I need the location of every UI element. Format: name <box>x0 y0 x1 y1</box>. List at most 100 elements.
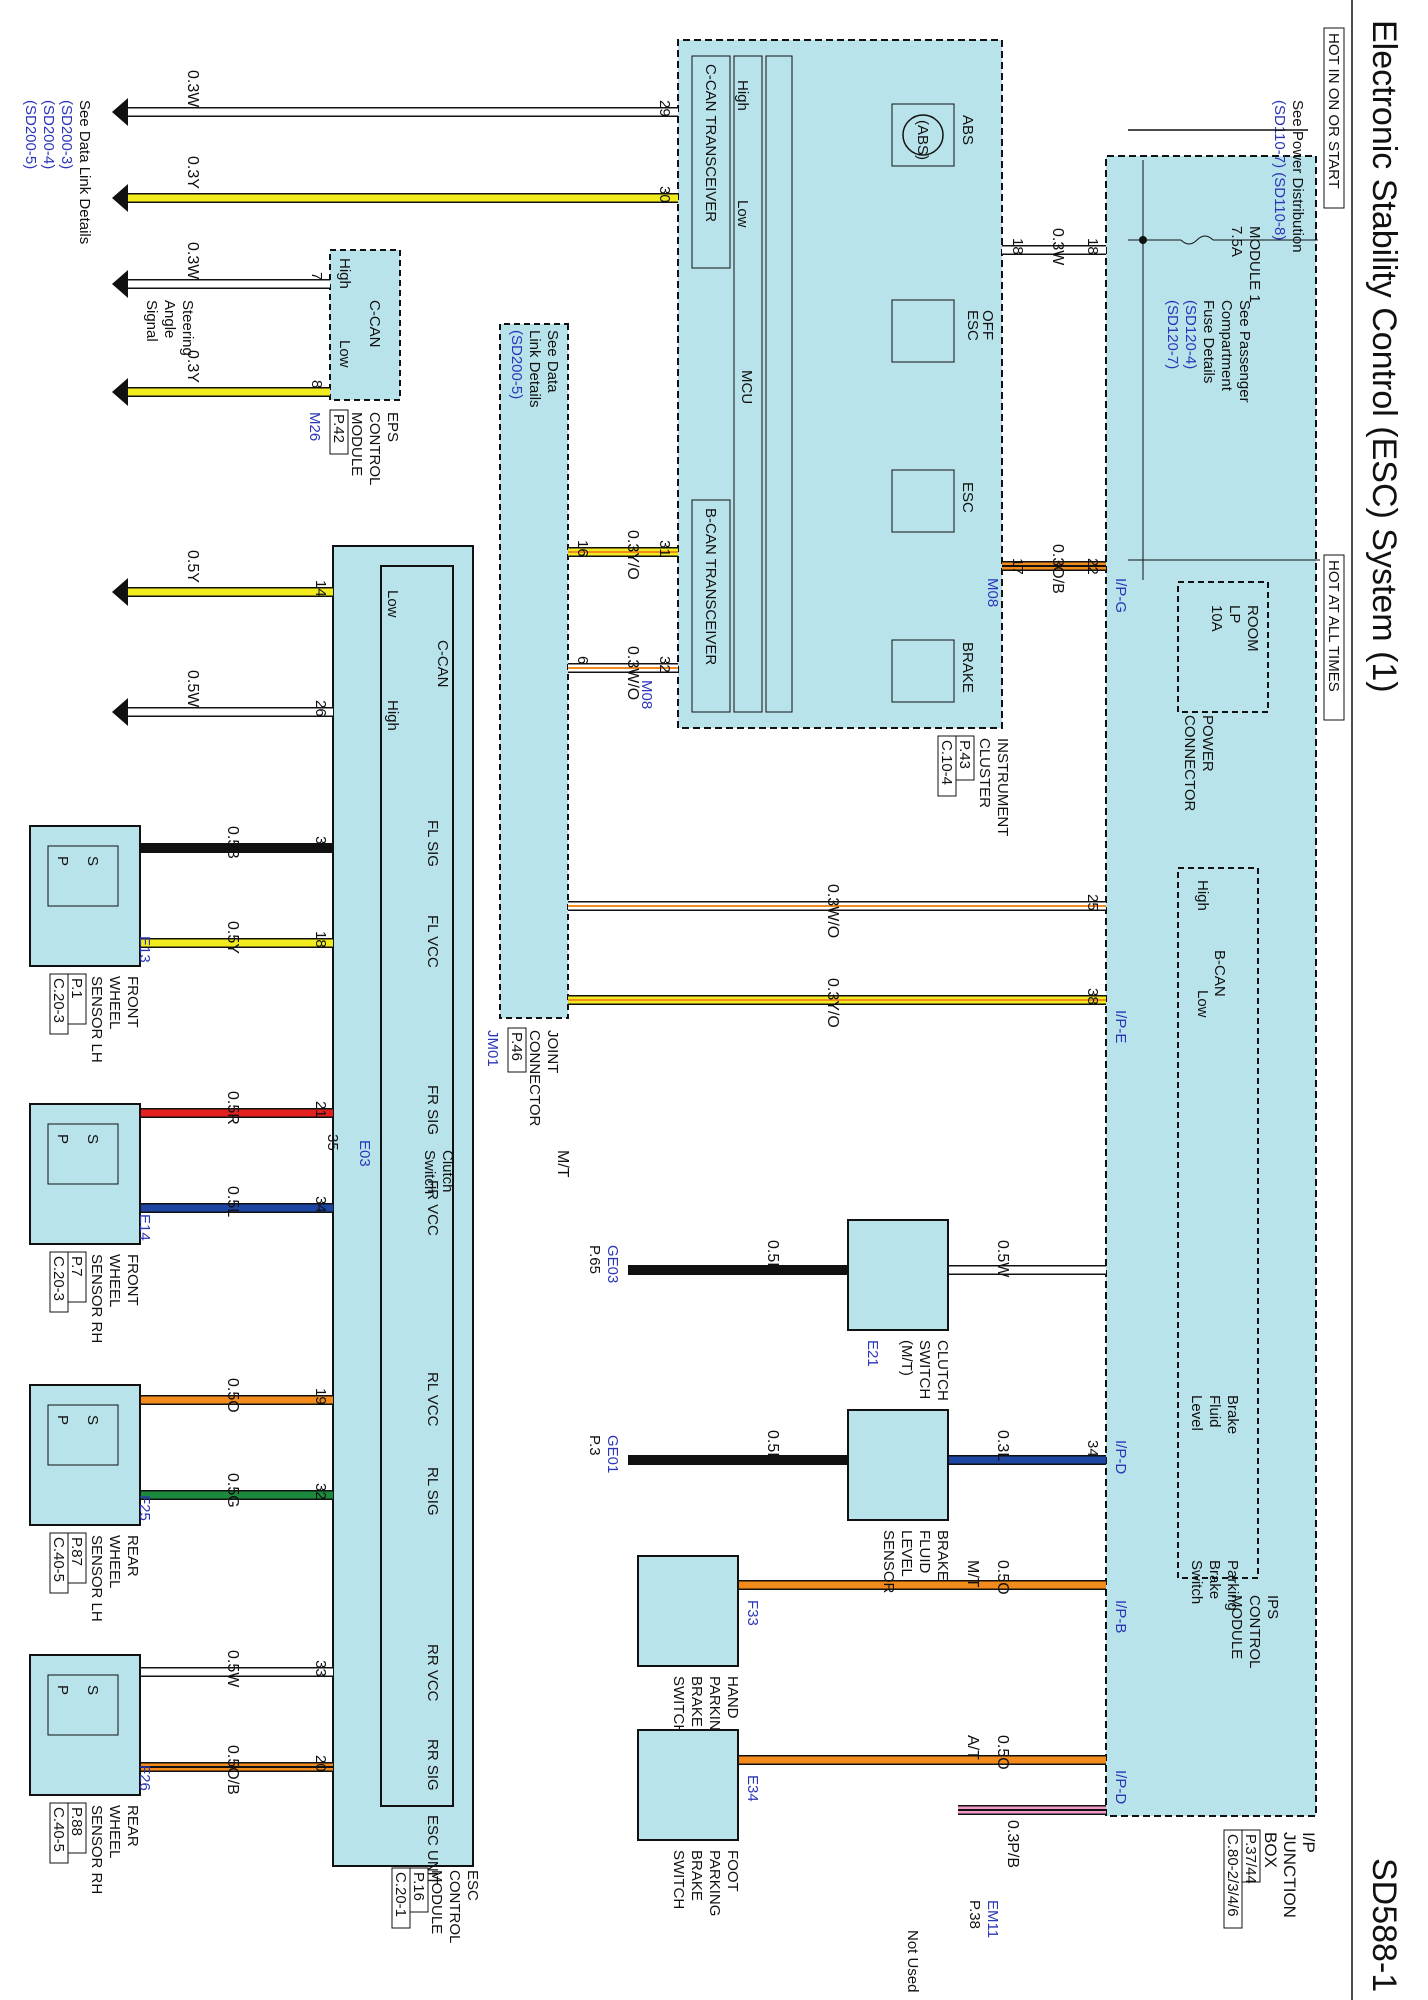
foot-name-4: SWITCH <box>670 1850 687 1909</box>
joint-connector <box>499 323 569 1019</box>
page-title: Electronic Stability Control (ESC) Syste… <box>1365 20 1403 693</box>
ip-junction-name-2: JUNCTION <box>1280 1832 1299 1918</box>
esc-clutch-1: Clutch <box>439 1150 456 1193</box>
fluid-name-3: LEVEL <box>898 1530 915 1577</box>
arrow-8 <box>112 378 128 406</box>
esc-name-3: MODULE <box>428 1870 445 1934</box>
label-clutch-gnd: 0.5B <box>764 1240 781 1273</box>
ips-name-1: IPS <box>1264 1595 1281 1619</box>
sensor-page-0: P.1 <box>68 978 85 999</box>
sensor-conn-box-2 <box>49 1532 69 1594</box>
fuse-room-lp: LP <box>1226 605 1243 623</box>
sensor-name1-2: REAR <box>124 1535 141 1577</box>
clutch-name-3: (M/T) <box>898 1340 915 1376</box>
sensor-page-2: P.87 <box>68 1537 85 1566</box>
esc-off-label-1: ESC <box>964 310 981 341</box>
sensor-name1-1: FRONT <box>124 1254 141 1306</box>
pin-fr-vcc: 34 <box>312 1196 329 1213</box>
mcu-label: MCU <box>738 370 755 404</box>
pin-35: 35 <box>324 1134 341 1151</box>
abs-lamp: (ABS) ABS <box>891 103 976 167</box>
label-w30: 0.3Y <box>184 156 201 189</box>
see-power-distribution: See Power Distribution <box>1289 100 1306 253</box>
pin-17: 17 <box>1009 558 1026 575</box>
label-fluid: 0.3L <box>994 1430 1011 1461</box>
conn-em11: EM11 <box>984 1900 1001 1938</box>
brake-fluid-sensor <box>847 1409 949 1521</box>
power-refs: (SD110-7) (SD110-8) <box>1271 100 1288 240</box>
label-w17: 0.3O/B <box>1049 544 1066 594</box>
sensor-name3-1: SENSOR RH <box>88 1254 105 1343</box>
bcan-transceiver <box>691 499 731 713</box>
label-mt2: M/T <box>964 1560 981 1588</box>
brake-fluid-2: Fluid <box>1206 1395 1223 1428</box>
ip-junction-page: P.37/44 <box>1242 1834 1259 1884</box>
label-fr-sig: 0.5R <box>224 1091 241 1125</box>
sensor-name2-1: WHEEL <box>106 1254 123 1307</box>
sensor-name3-2: SENSOR LH <box>88 1535 105 1622</box>
bcan-transceiver-label: B-CAN TRANSCEIVER <box>702 508 719 665</box>
sensor-conn-box-0 <box>49 973 69 1035</box>
pin-6: 6 <box>574 656 591 664</box>
data-link-ref-2: (SD200-4) <box>40 100 57 169</box>
sensor-conn-3: C.40-5 <box>50 1807 67 1852</box>
clutch-name-1: CLUTCH <box>934 1340 951 1401</box>
conn-m08-b: M08 <box>638 680 655 709</box>
esc-clutch-2: Switch <box>421 1150 438 1194</box>
hand-connector: F33 <box>744 1600 761 1626</box>
label-rr-sig: 0.5O/B <box>224 1745 241 1795</box>
label-em11: 0.3P/B <box>1004 1820 1021 1868</box>
sensor-conn-box-1 <box>49 1251 69 1313</box>
esc-pin-6: RR VCC <box>424 1644 441 1702</box>
pin-31: 31 <box>656 540 673 557</box>
conn-ipb: I/P-B <box>1112 1600 1129 1633</box>
conn-ipd: I/P-D <box>1112 1440 1129 1474</box>
hand-name-4: SWITCH <box>670 1676 687 1735</box>
esc-lamp: ESC <box>891 469 976 533</box>
esc-label: ESC <box>959 482 976 513</box>
esc-unit <box>380 565 454 1807</box>
sensor-conn-0: C.20-3 <box>50 978 67 1023</box>
fluid-ground: GE01 <box>604 1435 621 1473</box>
power-connector-box <box>1177 581 1269 713</box>
pin-32: 32 <box>656 656 673 673</box>
pin-18-b: 18 <box>1009 238 1026 255</box>
parking-2: Brake <box>1206 1560 1223 1599</box>
pin-29: 29 <box>656 100 673 117</box>
label-rl-vcc: 0.5O <box>224 1378 241 1413</box>
joint-see-1: See Data <box>544 330 561 393</box>
pin-rl-sig: 32 <box>312 1483 329 1500</box>
data-link-ref-1: (SD200-3) <box>58 100 75 169</box>
sensor-coil-3 <box>47 1674 119 1736</box>
label-w26: 0.5W <box>184 670 201 708</box>
eps-connector: M26 <box>306 412 323 441</box>
clutch-ground: GE03 <box>604 1245 621 1283</box>
arrow-29 <box>112 98 128 126</box>
foot-name-2: PARKING <box>706 1850 723 1916</box>
abs-label: ABS <box>959 115 976 145</box>
pin-rr-sig: 20 <box>312 1755 329 1772</box>
passenger-fuse-2: Compartment <box>1218 300 1235 392</box>
clutch-name-2: SWITCH <box>916 1340 933 1399</box>
joint-page: P.46 <box>508 1032 525 1061</box>
label-park6: 0.5O <box>994 1560 1011 1595</box>
clutch-connector: E21 <box>864 1340 881 1367</box>
eps-control-module <box>329 249 401 401</box>
sensor-page-1: P.7 <box>68 1256 85 1277</box>
pin-18-a: 18 <box>1084 238 1101 255</box>
ips-name-3: MODULE <box>1228 1595 1245 1659</box>
data-link-ref-3: (SD200-5) <box>22 100 39 169</box>
pin-30: 30 <box>656 186 673 203</box>
ips-name-2: CONTROL <box>1246 1595 1263 1668</box>
ccan-transceiver <box>691 55 731 269</box>
label-w25: 0.3W/O <box>824 884 841 938</box>
label-w29: 0.3W <box>184 70 201 108</box>
pin-22: 22 <box>1084 558 1101 575</box>
esc-off-lamp: ESC OFF <box>891 299 996 363</box>
eps-low: Low <box>336 340 353 368</box>
joint-ref: (SD200-5) <box>508 330 525 399</box>
sensor-3 <box>29 1654 141 1796</box>
pin-fr-sig: 21 <box>312 1101 329 1118</box>
sensor-p-2: P <box>54 1415 71 1425</box>
